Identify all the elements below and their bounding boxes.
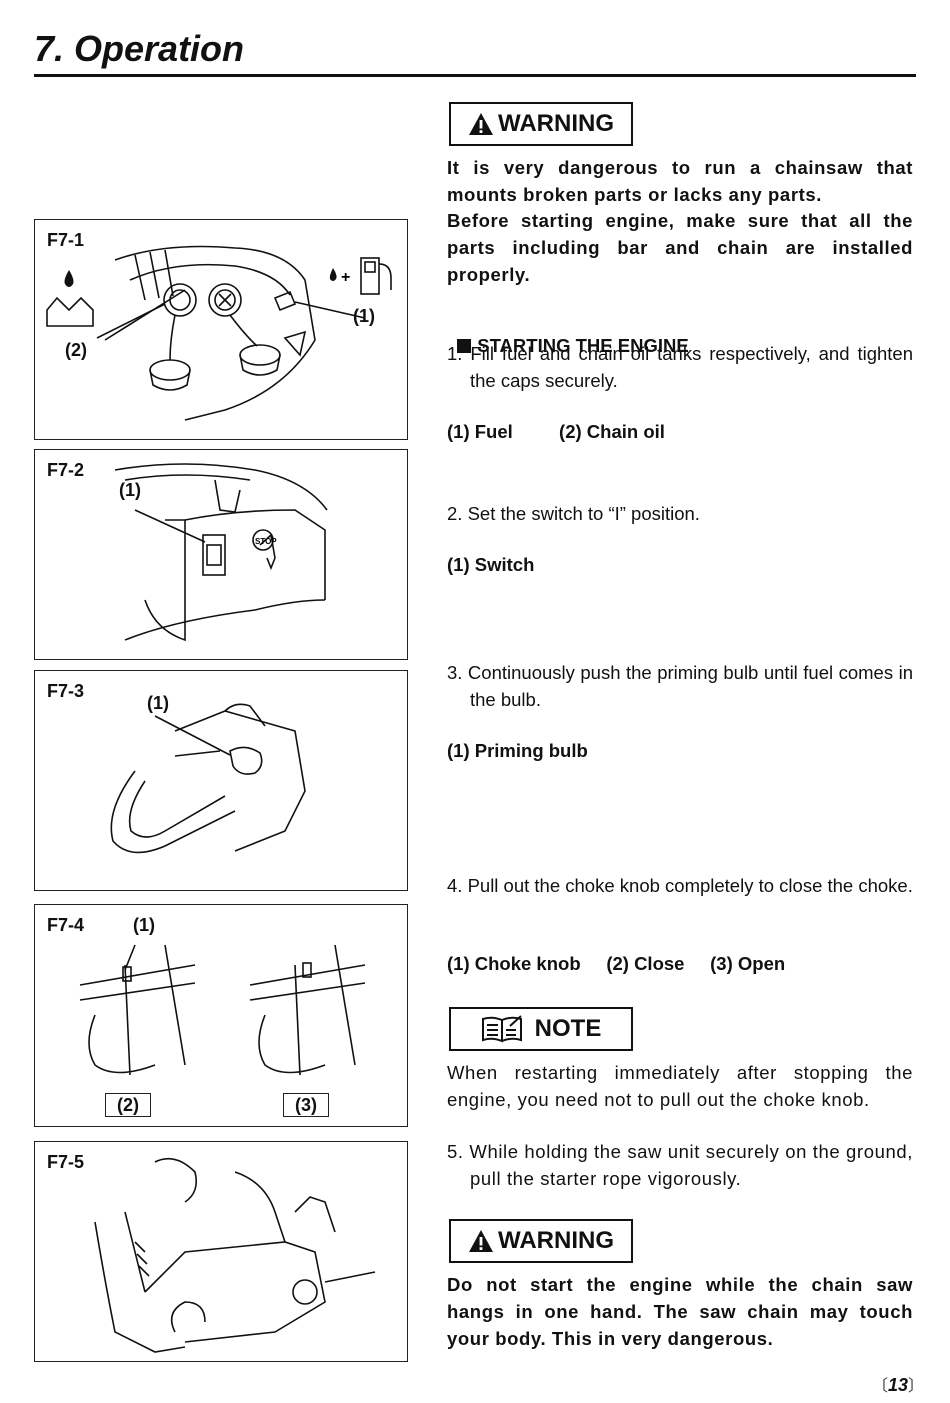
close-label-box: (2)	[105, 1093, 151, 1117]
svg-text:+: +	[341, 269, 350, 286]
step-2-labels: (1) Switch	[447, 554, 535, 575]
section-heading: STARTING THE ENGINE	[447, 313, 689, 357]
figure-label: F7-1	[47, 230, 85, 250]
step-1: 1. Fill fuel and chain oil tanks respect…	[447, 343, 913, 391]
figure-f7-2: STOP F7-2 (1)	[34, 449, 408, 660]
figure-label: F7-4	[47, 915, 85, 935]
callout-1: (1)	[353, 306, 375, 326]
figure-label: F7-2	[47, 460, 85, 480]
note-label: NOTE	[534, 1015, 602, 1042]
note-box: NOTE	[449, 1007, 633, 1051]
warning-triangle-icon	[469, 1230, 493, 1252]
page-number-value: 13	[888, 1375, 909, 1395]
stop-label: STOP	[255, 537, 277, 546]
step-4: 4. Pull out the choke knob completely to…	[447, 875, 913, 896]
warning-box: WARNING	[449, 102, 633, 146]
callout-1: (1)	[147, 693, 169, 713]
chain-icon	[46, 296, 94, 327]
figure-label: F7-3	[47, 681, 85, 701]
warning-text-3: Do not start the engine while the chain …	[447, 1274, 913, 1349]
warning-box-2: WARNING	[449, 1219, 633, 1263]
priming-bulb-illustration	[110, 703, 306, 854]
page-title: 7. Operation	[34, 28, 245, 69]
page-number: 〔13〕	[872, 1375, 925, 1395]
page-header: 7. Operation	[34, 26, 916, 77]
step-3: 3. Continuously push the priming bulb un…	[447, 662, 913, 710]
figure-f7-5: F7-5	[34, 1141, 408, 1362]
warning-text-2: Before starting engine, make sure that a…	[447, 210, 913, 285]
figure-f7-4: F7-4 (1) (2) (3)	[34, 904, 408, 1127]
oil-drop-icon	[64, 270, 74, 287]
fuel-oil-caps-illustration: +	[46, 245, 392, 421]
note-text: When restarting immediately after stoppi…	[447, 1062, 913, 1110]
switch-illustration: STOP	[114, 463, 328, 642]
section-heading-text: STARTING THE ENGINE	[477, 335, 689, 356]
figure-label: F7-5	[47, 1152, 85, 1172]
warning-text-1: It is very dangerous to run a chainsaw t…	[447, 157, 913, 205]
callout-1: (1)	[119, 480, 141, 500]
choke-knob-illustration	[79, 944, 366, 1076]
note-book-icon	[481, 1015, 522, 1043]
warning-label: WARNING	[498, 1227, 614, 1254]
step-2: 2. Set the switch to “I” position.	[447, 503, 700, 524]
open-label-box: (3)	[283, 1093, 329, 1117]
step-1-labels: (1) Fuel (2) Chain oil	[447, 421, 665, 442]
warning-label: WARNING	[498, 110, 614, 137]
bullet-square-icon	[457, 339, 472, 353]
step-4-labels: (1) Choke knob (2) Close (3) Open	[447, 953, 786, 974]
warning-triangle-icon	[469, 113, 493, 135]
callout-2: (2)	[65, 340, 87, 360]
step-3-labels: (1) Priming bulb	[447, 740, 588, 761]
callout-1: (1)	[133, 915, 155, 935]
starter-rope-illustration	[94, 1157, 376, 1353]
step-5: 5. While holding the saw unit securely o…	[447, 1141, 913, 1189]
figure-f7-3: F7-3 (1)	[34, 670, 408, 891]
figure-f7-1: + F7-1 (1) (2)	[34, 219, 408, 440]
